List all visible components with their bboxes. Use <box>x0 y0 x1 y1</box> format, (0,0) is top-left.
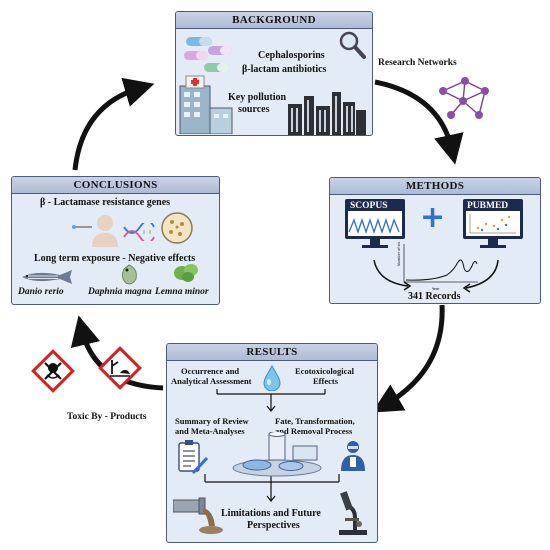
pills-icon <box>184 37 232 72</box>
methods-panel: METHODS SCOPUS + PUBMED Number of studie… <box>329 177 541 304</box>
results-ecotox-line2: Effects <box>313 376 339 386</box>
background-panel: BACKGROUND Cephalosporins β-lactam antib… <box>175 11 373 136</box>
conclusions-exposure: Long term exposure - Negative effects <box>34 253 196 264</box>
species-danio-rerio: Danio rerio <box>18 287 64 297</box>
scopus-monitor-icon <box>345 199 405 248</box>
research-networks-label: Research Networks <box>378 58 457 68</box>
results-limits-line2: Perspectives <box>247 520 300 531</box>
daphnia-icon <box>121 264 137 285</box>
water-drop-icon <box>263 365 281 391</box>
dna-icon <box>123 223 155 241</box>
results-summary-line1: Summary of Review <box>175 416 249 426</box>
lab-petri-dishes-icon <box>232 432 322 477</box>
records-arrows-icon <box>373 259 499 293</box>
results-panel: RESULTS Occurrence and Analytical Assess… <box>166 343 378 543</box>
results-flow-lines <box>204 389 340 502</box>
hospital-icon <box>179 75 233 134</box>
pubmed-label: PUBMED <box>467 201 509 211</box>
svg-text:Year: Year <box>432 287 440 291</box>
clipboard-icon <box>178 440 209 475</box>
results-title: RESULTS <box>167 344 377 361</box>
results-fate-line1: Fate, Transformation, <box>275 416 355 426</box>
zebrafish-icon <box>22 270 72 284</box>
publications-trend-icon: Number of studies Year <box>397 242 478 291</box>
results-occurrence-line2: Analytical Assessment <box>171 376 252 386</box>
scientist-icon <box>341 441 365 471</box>
results-ecotox-line1: Ecotoxicological <box>295 366 355 376</box>
magnifier-icon <box>339 31 366 59</box>
background-line-sources: sources <box>238 104 270 115</box>
species-lemna-minor: Lemna minor <box>155 287 209 297</box>
background-line-cephalosporins: Cephalosporins <box>258 50 325 61</box>
background-title: BACKGROUND <box>176 12 372 29</box>
network-icon <box>439 77 489 119</box>
toxic-byproducts-label: Toxic By - Products <box>67 412 147 422</box>
scopus-label: SCOPUS <box>350 201 388 211</box>
petri-dish-icon <box>161 212 193 244</box>
results-summary-line2: and Meta-Analyses <box>175 426 245 436</box>
plus-icon: + <box>420 200 446 235</box>
city-buildings-icon <box>288 92 366 135</box>
results-limits-line1: Limitations and Future <box>221 508 321 519</box>
arrow-conclusions-to-background <box>72 77 155 171</box>
arrow-background-to-methods <box>374 79 464 165</box>
human-head-icon <box>72 215 118 247</box>
environmental-hazard-icon <box>98 346 142 390</box>
background-line-beta-lactam: β-lactam antibiotics <box>242 64 327 75</box>
svg-text:Number of studies: Number of studies <box>397 242 401 266</box>
conclusions-panel: CONCLUSIONS β - Lactamase resistance gen… <box>11 176 220 305</box>
methods-title: METHODS <box>330 178 540 195</box>
arrow-methods-to-results <box>372 304 445 413</box>
background-line-key-pollution: Key pollution <box>228 92 287 103</box>
conclusions-genes: β - Lactamase resistance genes <box>40 197 171 208</box>
results-fate-line2: and Removal Process <box>275 426 353 436</box>
pubmed-monitor-icon <box>463 199 523 248</box>
results-occurrence-line1: Occurrence and <box>181 366 240 376</box>
lemna-icon <box>174 264 198 282</box>
conclusions-title: CONCLUSIONS <box>12 177 219 194</box>
microscope-icon <box>339 491 367 535</box>
toxic-hazard-icon <box>31 349 75 393</box>
records-count: 341 Records <box>408 291 461 302</box>
wastewater-pipe-icon <box>173 497 223 534</box>
species-daphnia-magna: Daphnia magna <box>88 287 152 297</box>
